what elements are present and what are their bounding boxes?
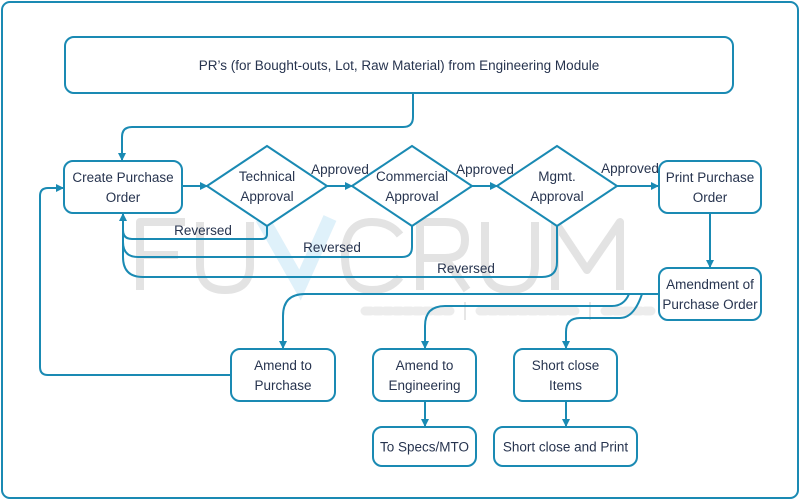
- mgmt-label: Approval: [530, 189, 583, 204]
- edge-label-approved-2: Approved: [456, 162, 514, 177]
- print-po-label: Print Purchase: [666, 170, 755, 185]
- specs-mto-label: To Specs/MTO: [380, 440, 469, 455]
- edge-label-approved-3: Approved: [601, 161, 659, 176]
- arrow-amendment-to-amend-engineering: [421, 293, 630, 349]
- edge-label-approved-1: Approved: [311, 162, 369, 177]
- print-po-box[interactable]: [658, 160, 762, 214]
- commercial-label: Approval: [385, 189, 438, 204]
- arrow-amendment-to-short-close: [562, 293, 643, 349]
- mgmt-label: Mgmt.: [538, 169, 576, 184]
- arrow-amendment-to-amend-purchase: [279, 293, 659, 349]
- mgmt-decision[interactable]: [495, 144, 619, 228]
- specs-mto-box[interactable]: [372, 426, 477, 467]
- technical-label: Technical: [239, 169, 295, 184]
- amendment-label: Purchase Order: [662, 297, 758, 312]
- amend-engineering-label: Engineering: [388, 378, 460, 393]
- amend-purchase-box[interactable]: [230, 348, 336, 402]
- short-close-print-box[interactable]: [493, 426, 638, 467]
- amend-purchase-label: Amend to: [254, 358, 312, 373]
- create-po-label: Order: [106, 190, 141, 205]
- edge-label-reversed-2: Reversed: [303, 240, 361, 255]
- technical-decision[interactable]: [205, 144, 329, 228]
- arrow-source-to-create: [118, 93, 414, 161]
- short-close-items-label: Items: [549, 378, 582, 393]
- commercial-decision[interactable]: [350, 144, 474, 228]
- source-label: PR’s (for Bought-outs, Lot, Raw Material…: [199, 58, 599, 73]
- commercial-label: Commercial: [376, 169, 448, 184]
- technical-label: Approval: [240, 189, 293, 204]
- amend-engineering-box[interactable]: [372, 348, 477, 402]
- amend-purchase-label: Purchase: [254, 378, 311, 393]
- fulcrum-watermark-logo: [136, 214, 660, 320]
- source-box[interactable]: [64, 36, 734, 94]
- short-close-items-box[interactable]: [513, 348, 618, 402]
- short-close-items-label: Short close: [532, 358, 600, 373]
- amend-engineering-label: Amend to: [396, 358, 454, 373]
- edge-label-reversed-3: Reversed: [437, 261, 495, 276]
- create-po-label: Create Purchase: [72, 170, 173, 185]
- create-po-box[interactable]: [63, 160, 183, 214]
- edge-label-reversed-1: Reversed: [174, 223, 232, 238]
- arrow-amend-purchase-to-create: [39, 184, 231, 376]
- amendment-box[interactable]: [658, 267, 762, 321]
- short-close-print-label: Short close and Print: [503, 440, 629, 455]
- arrow-mgmt-reversed: [122, 225, 558, 278]
- amendment-label: Amendment of: [666, 277, 754, 292]
- print-po-label: Order: [693, 190, 728, 205]
